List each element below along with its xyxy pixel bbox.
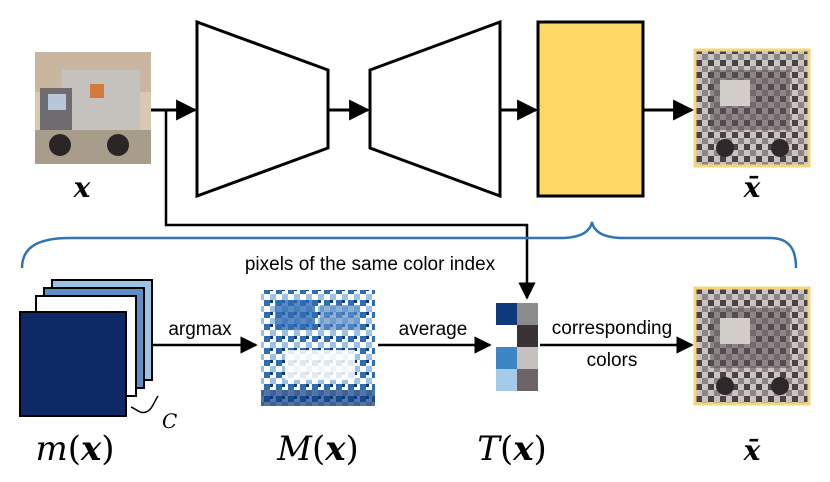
channel-count-label: C (162, 409, 177, 433)
channel-brace (130, 395, 159, 414)
palette-color-cell (517, 303, 538, 325)
palette-index-cell (496, 303, 517, 325)
pixels-same-index-label: pixels of the same color index (245, 254, 496, 275)
output-truck-image-bottom (693, 286, 811, 406)
average-label: average (399, 319, 468, 340)
corresponding-label: corresponding (552, 318, 672, 339)
soft-mask-stack (19, 279, 153, 417)
grouping-brace (20, 221, 798, 269)
palette-color-cell (517, 325, 538, 347)
output-truck-image-top (693, 48, 811, 168)
palette-index-cell (496, 369, 517, 391)
encoder-block (195, 19, 330, 199)
palette-color-cell (517, 369, 538, 391)
input-var-label: x (73, 171, 91, 204)
argmax-label: argmax (168, 319, 232, 340)
T-x-label: T(x) (477, 429, 547, 469)
output-var-label-bottom: x̄ (743, 434, 761, 467)
color-mask-block (536, 20, 645, 198)
decoder-block (368, 19, 502, 199)
palette-index-cell (496, 347, 517, 369)
palette-index-cell (496, 325, 517, 347)
colors-label: colors (587, 350, 638, 371)
index-map-image (261, 290, 375, 406)
color-palette-table (496, 303, 538, 391)
input-truck-image (35, 52, 151, 164)
palette-color-cell (517, 347, 538, 369)
M-x-label: M(x) (276, 429, 359, 469)
m-x-label: m(x) (35, 429, 114, 469)
output-var-label-top: x̄ (743, 171, 761, 204)
skip-connection-arrow (164, 110, 536, 300)
